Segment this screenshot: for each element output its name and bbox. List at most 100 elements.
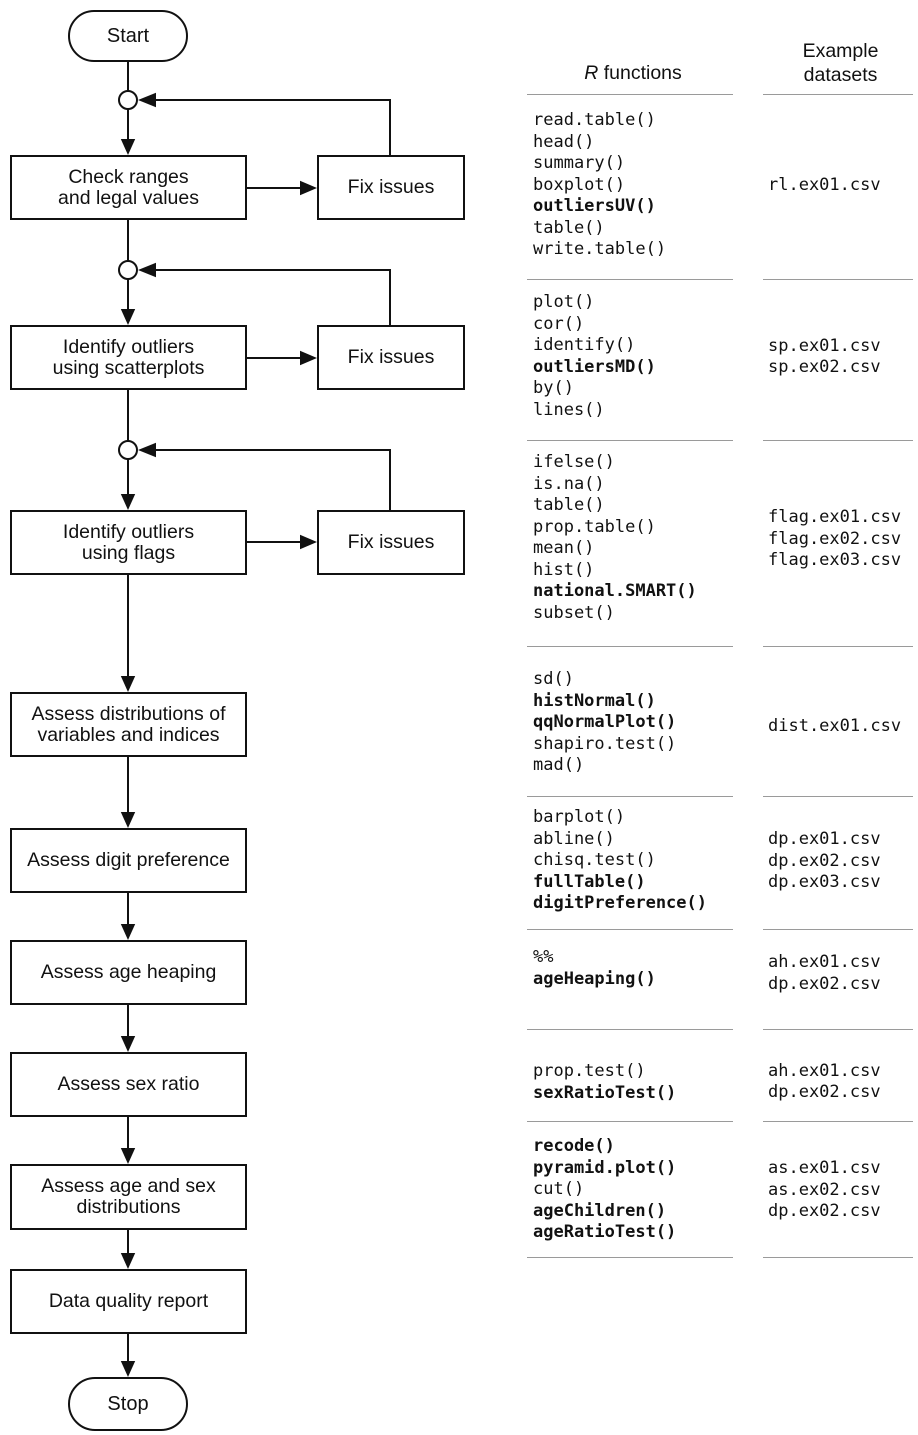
arrowheads (120, 92, 317, 1377)
dataset-file-name: sp.ex01.csv (768, 335, 881, 356)
r-function-name: prop.test() (533, 1061, 646, 1081)
r-function-name: barplot() (533, 807, 626, 827)
dataset-file-name: ah.ex01.csv (768, 1060, 881, 1081)
dataset-file-name: as.ex01.csv (768, 1158, 881, 1179)
r-function-name: boxplot() (533, 174, 626, 195)
dataset-file-name: dist.ex01.csv (768, 715, 902, 736)
r-function-name: %% (533, 947, 554, 967)
r-functions-cell: plot()cor()identify()outliersMD()by()lin… (527, 280, 733, 441)
r-functions-cell: sd()histNormal()qqNormalPlot()shapiro.te… (527, 647, 733, 797)
r-function-name: abline() (533, 828, 615, 849)
r-function-name: qqNormalPlot() (533, 712, 677, 732)
r-function-name: sd() (533, 669, 574, 689)
r-function-name: is.na() (533, 473, 605, 494)
r-functions-cell: read.table()head()summary()boxplot()outl… (527, 95, 733, 280)
step-assess-digit-preference: Assess digit preference (10, 828, 247, 893)
r-function-name: subset() (533, 602, 615, 623)
dataset-file-name: dp.ex03.csv (768, 872, 881, 893)
fix-issues-box-1: Fix issues (317, 155, 465, 220)
step-check-ranges: Check ranges and legal values (10, 155, 247, 220)
function-block-5: barplot()abline()chisq.test()fullTable()… (527, 797, 913, 930)
r-function-name: cor() (533, 313, 585, 334)
stop-node: Stop (68, 1377, 188, 1431)
r-function-name: write.table() (533, 239, 667, 259)
step-data-quality-report: Data quality report (10, 1269, 247, 1334)
step-assess-distributions: Assess distributions of variables and in… (10, 692, 247, 757)
r-function-name: ageChildren() (533, 1200, 667, 1221)
r-functions-cell: recode()pyramid.plot()cut()ageChildren()… (527, 1122, 733, 1258)
r-function-name: sexRatioTest() (533, 1082, 677, 1103)
r-function-name: fullTable() (533, 871, 646, 892)
r-functions-cell: barplot()abline()chisq.test()fullTable()… (527, 797, 733, 930)
dataset-file-name: dp.ex02.csv (768, 850, 881, 871)
function-block-4: sd()histNormal()qqNormalPlot()shapiro.te… (527, 647, 913, 797)
r-function-name: head() (533, 131, 595, 152)
r-italic: R (584, 62, 599, 84)
example-datasets-cell: rl.ex01.csv (763, 95, 913, 280)
step-outliers-scatterplots: Identify outliers using scatterplots (10, 325, 247, 390)
r-functions-cell: prop.test()sexRatioTest() (527, 1030, 733, 1122)
step-outliers-flags: Identify outliers using flags (10, 510, 247, 575)
example-datasets-header: Example datasets (763, 0, 913, 95)
fix-issues-box-2: Fix issues (317, 325, 465, 390)
fix-issues-box-3: Fix issues (317, 510, 465, 575)
column-headers: R functions Example datasets (527, 0, 913, 95)
r-function-name: ifelse() (533, 452, 615, 472)
r-function-name: hist() (533, 559, 595, 580)
function-block-2: plot()cor()identify()outliersMD()by()lin… (527, 280, 913, 441)
r-function-name: outliersMD() (533, 356, 656, 377)
r-function-name: cut() (533, 1179, 585, 1199)
r-function-name: by() (533, 378, 574, 398)
dataset-file-name: as.ex02.csv (768, 1179, 881, 1200)
dataset-file-name: dp.ex02.csv (768, 1201, 881, 1222)
dataset-file-name: flag.ex02.csv (768, 528, 902, 549)
step-assess-age-heaping: Assess age heaping (10, 940, 247, 1005)
step-assess-sex-ratio: Assess sex ratio (10, 1052, 247, 1117)
r-functions-cell: ifelse()is.na()table()prop.table()mean()… (527, 441, 733, 647)
annotation-panel: R functions Example datasets read.table(… (527, 0, 913, 1258)
r-function-name: table() (533, 495, 605, 515)
function-block-3: ifelse()is.na()table()prop.table()mean()… (527, 441, 913, 647)
function-block-1: read.table()head()summary()boxplot()outl… (527, 95, 913, 280)
dataset-file-name: dp.ex01.csv (768, 829, 881, 850)
r-function-name: mad() (533, 755, 585, 775)
example-datasets-cell: dist.ex01.csv (763, 647, 913, 797)
r-functions-cell: %%ageHeaping() (527, 930, 733, 1030)
r-function-name: ageRatioTest() (533, 1222, 677, 1242)
loop-junction-circles (118, 90, 138, 460)
r-function-name: mean() (533, 538, 595, 558)
r-function-name: chisq.test() (533, 850, 656, 870)
function-block-8: recode()pyramid.plot()cut()ageChildren()… (527, 1122, 913, 1258)
r-function-name: table() (533, 217, 605, 238)
dataset-file-name: flag.ex03.csv (768, 550, 902, 571)
r-function-name: identify() (533, 335, 636, 355)
r-function-name: ageHeaping() (533, 968, 656, 989)
r-function-name: digitPreference() (533, 893, 707, 913)
r-function-name: read.table() (533, 110, 656, 130)
r-function-name: national.SMART() (533, 581, 697, 601)
r-function-name: pyramid.plot() (533, 1157, 677, 1178)
r-functions-header: R functions (527, 0, 733, 95)
r-function-name: recode() (533, 1136, 615, 1156)
r-function-name: lines() (533, 399, 605, 420)
r-function-name: outliersUV() (533, 196, 656, 216)
r-function-name: histNormal() (533, 690, 656, 711)
dataset-file-name: flag.ex01.csv (768, 507, 902, 528)
r-function-name: summary() (533, 153, 626, 173)
dataset-file-name: sp.ex02.csv (768, 357, 881, 377)
dataset-file-name: ah.ex01.csv (768, 952, 881, 972)
start-node: Start (68, 10, 188, 62)
r-function-name: plot() (533, 292, 595, 312)
step-assess-age-sex-distributions: Assess age and sex distributions (10, 1164, 247, 1230)
dataset-file-name: dp.ex02.csv (768, 973, 881, 994)
dataset-file-name: rl.ex01.csv (768, 174, 881, 195)
